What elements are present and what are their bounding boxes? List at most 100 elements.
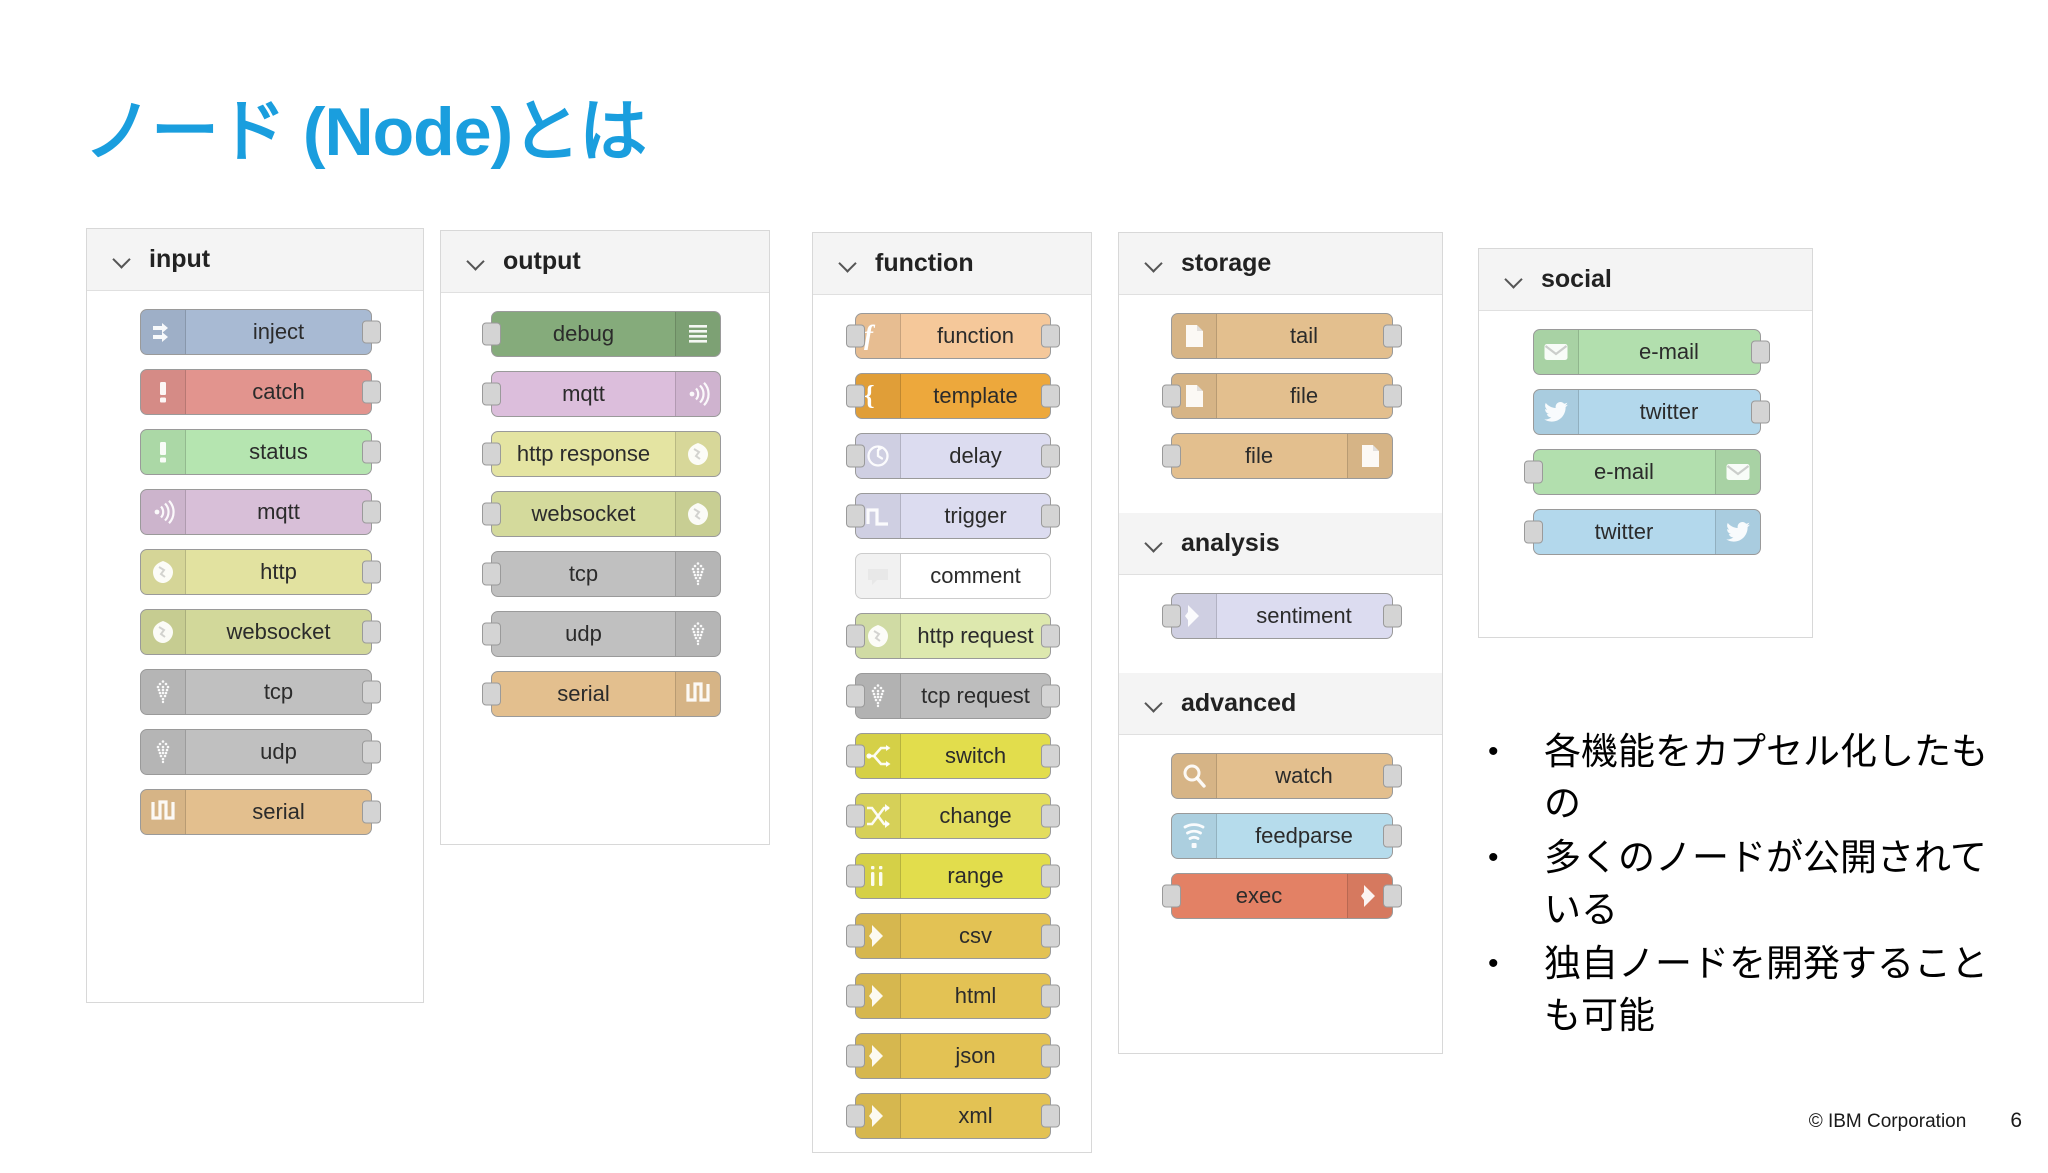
node-exec[interactable]: exec: [1161, 873, 1402, 919]
node-output-port[interactable]: [1041, 324, 1060, 348]
category-header-storage[interactable]: storage: [1119, 233, 1442, 295]
node-output-port[interactable]: [1041, 504, 1060, 528]
category-header-social[interactable]: social: [1479, 249, 1812, 311]
node-output-port[interactable]: [1382, 384, 1402, 408]
node-debug[interactable]: debug: [482, 311, 721, 357]
node-input-port[interactable]: [1161, 604, 1181, 628]
node-switch[interactable]: switch: [846, 733, 1060, 779]
node-output-port[interactable]: [362, 740, 381, 764]
node-output-port[interactable]: [1041, 744, 1060, 768]
node-html[interactable]: html: [846, 973, 1060, 1019]
node-input-port[interactable]: [846, 864, 865, 888]
category-header-function[interactable]: function: [813, 233, 1091, 295]
node-twitter[interactable]: twitter: [1523, 509, 1761, 555]
node-websocket[interactable]: websocket: [482, 491, 721, 537]
node-input-port[interactable]: [482, 682, 501, 706]
node-input-port[interactable]: [846, 444, 865, 468]
node-tcp[interactable]: tcp: [140, 669, 381, 715]
node-output-port[interactable]: [362, 320, 381, 344]
node-inject[interactable]: inject: [140, 309, 381, 355]
node-twitter[interactable]: twitter: [1532, 389, 1770, 435]
node-input-port[interactable]: [846, 744, 865, 768]
node-file[interactable]: file: [1161, 433, 1393, 479]
node-csv[interactable]: csv: [846, 913, 1060, 959]
node-output-port[interactable]: [1750, 340, 1770, 364]
node-tcp[interactable]: tcp: [482, 551, 721, 597]
node-input-port[interactable]: [1523, 520, 1543, 544]
node-input-port[interactable]: [846, 1044, 865, 1068]
node-output-port[interactable]: [1041, 984, 1060, 1008]
node-input-port[interactable]: [482, 382, 501, 406]
node-trigger[interactable]: trigger: [846, 493, 1060, 539]
node-output-port[interactable]: [1750, 400, 1770, 424]
node-output-port[interactable]: [1041, 1044, 1060, 1068]
node-mqtt[interactable]: mqtt: [482, 371, 721, 417]
node-output-port[interactable]: [1382, 324, 1402, 348]
chevron-down-icon[interactable]: [113, 250, 133, 270]
node-websocket[interactable]: websocket: [140, 609, 381, 655]
node-output-port[interactable]: [1382, 604, 1402, 628]
node-input-port[interactable]: [846, 324, 865, 348]
node-input-port[interactable]: [846, 684, 865, 708]
node-watch[interactable]: watch: [1170, 753, 1402, 799]
node-output-port[interactable]: [1041, 444, 1060, 468]
node-tail[interactable]: tail: [1170, 313, 1402, 359]
node-input-port[interactable]: [846, 624, 865, 648]
node-input-port[interactable]: [482, 562, 501, 586]
node-xml[interactable]: xml: [846, 1093, 1060, 1139]
chevron-down-icon[interactable]: [839, 254, 859, 274]
node-udp[interactable]: udp: [482, 611, 721, 657]
node-e-mail[interactable]: e-mail: [1532, 329, 1770, 375]
node-json[interactable]: json: [846, 1033, 1060, 1079]
node-output-port[interactable]: [362, 620, 381, 644]
chevron-down-icon[interactable]: [467, 252, 487, 272]
node-sentiment[interactable]: sentiment: [1161, 593, 1402, 639]
node-input-port[interactable]: [846, 504, 865, 528]
node-file[interactable]: file: [1161, 373, 1402, 419]
category-header-output[interactable]: output: [441, 231, 769, 293]
node-input-port[interactable]: [1523, 460, 1543, 484]
node-output-port[interactable]: [1041, 864, 1060, 888]
node-feedparse[interactable]: feedparse: [1170, 813, 1402, 859]
node-input-port[interactable]: [482, 502, 501, 526]
node-http[interactable]: http: [140, 549, 381, 595]
chevron-down-icon[interactable]: [1145, 254, 1165, 274]
node-range[interactable]: range: [846, 853, 1060, 899]
chevron-down-icon[interactable]: [1505, 270, 1525, 290]
node-e-mail[interactable]: e-mail: [1523, 449, 1761, 495]
node-output-port[interactable]: [362, 560, 381, 584]
node-template[interactable]: {template: [846, 373, 1060, 419]
node-catch[interactable]: catch: [140, 369, 381, 415]
node-output-port[interactable]: [1382, 884, 1402, 908]
node-output-port[interactable]: [1041, 684, 1060, 708]
node-serial[interactable]: serial: [140, 789, 381, 835]
node-input-port[interactable]: [846, 1104, 865, 1128]
node-input-port[interactable]: [1161, 384, 1181, 408]
node-input-port[interactable]: [1161, 444, 1181, 468]
node-status[interactable]: status: [140, 429, 381, 475]
node-output-port[interactable]: [362, 680, 381, 704]
node-mqtt[interactable]: mqtt: [140, 489, 381, 535]
node-serial[interactable]: serial: [482, 671, 721, 717]
category-header-analysis[interactable]: analysis: [1119, 513, 1442, 575]
node-input-port[interactable]: [846, 984, 865, 1008]
node-output-port[interactable]: [1041, 624, 1060, 648]
node-comment[interactable]: comment: [855, 553, 1051, 599]
node-tcp-request[interactable]: tcp request: [846, 673, 1060, 719]
node-http-response[interactable]: http response: [482, 431, 721, 477]
node-delay[interactable]: delay: [846, 433, 1060, 479]
category-header-input[interactable]: input: [87, 229, 423, 291]
category-header-advanced[interactable]: advanced: [1119, 673, 1442, 735]
node-change[interactable]: change: [846, 793, 1060, 839]
node-input-port[interactable]: [482, 442, 501, 466]
chevron-down-icon[interactable]: [1145, 534, 1165, 554]
node-output-port[interactable]: [1382, 764, 1402, 788]
node-output-port[interactable]: [1041, 804, 1060, 828]
chevron-down-icon[interactable]: [1145, 694, 1165, 714]
node-input-port[interactable]: [482, 622, 501, 646]
node-output-port[interactable]: [1041, 1104, 1060, 1128]
node-output-port[interactable]: [1382, 824, 1402, 848]
node-input-port[interactable]: [846, 384, 865, 408]
node-input-port[interactable]: [846, 804, 865, 828]
